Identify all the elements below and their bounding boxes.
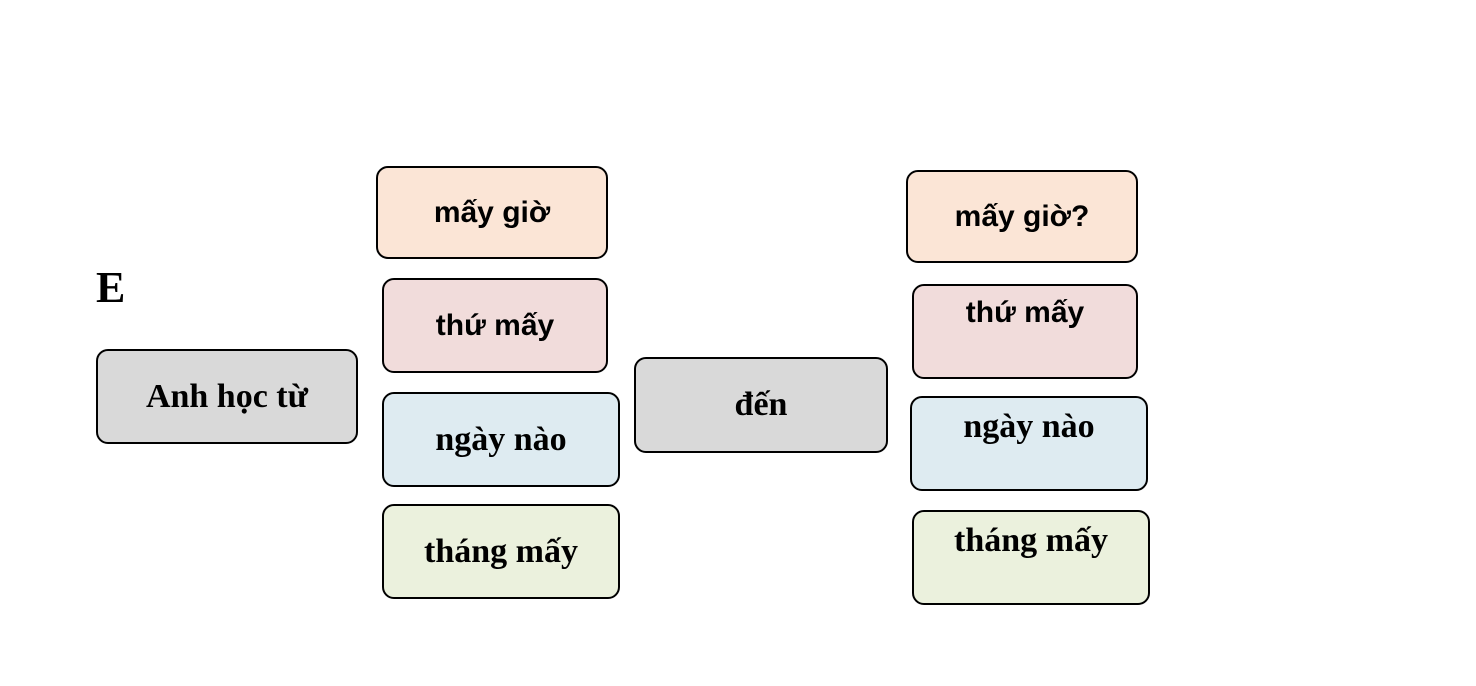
connector-box: đến: [634, 357, 888, 453]
right-option-4[interactable]: tháng mấy: [912, 510, 1150, 605]
left-option-2[interactable]: thứ mấy: [382, 278, 608, 373]
left-option-1[interactable]: mấy giờ: [376, 166, 608, 259]
left-option-3[interactable]: ngày nào: [382, 392, 620, 487]
left-option-4[interactable]: tháng mấy: [382, 504, 620, 599]
section-letter: E: [96, 263, 126, 312]
right-option-3[interactable]: ngày nào: [910, 396, 1148, 491]
right-option-1[interactable]: mấy giờ?: [906, 170, 1138, 263]
right-option-2[interactable]: thứ mấy: [912, 284, 1138, 379]
start-phrase-box: Anh học từ: [96, 349, 358, 444]
